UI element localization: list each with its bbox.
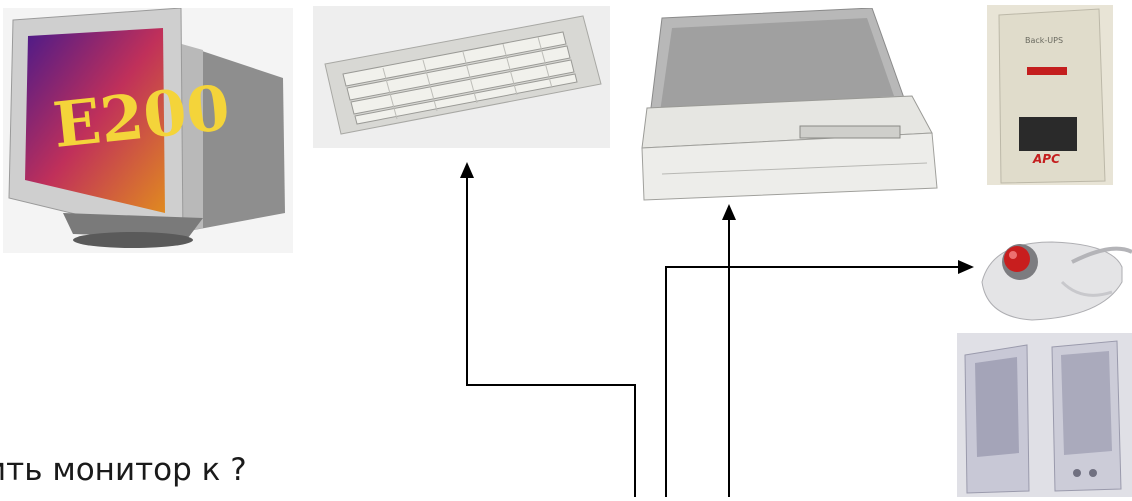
arrowhead-icon [722, 204, 736, 220]
question-text: ить монитор к ? [0, 455, 247, 486]
trackball-connector [666, 267, 964, 497]
arrowhead-icon [958, 260, 974, 274]
keyboard-connector [467, 172, 635, 497]
arrowhead-icon [460, 162, 474, 178]
